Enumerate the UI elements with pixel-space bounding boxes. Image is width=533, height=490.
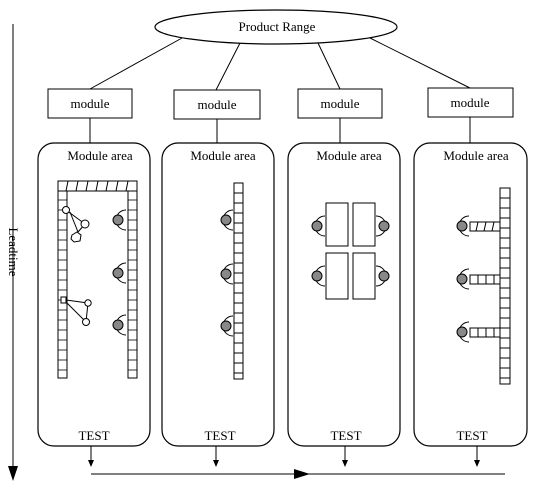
operator-icon bbox=[112, 314, 127, 336]
product-range-label: Product Range bbox=[239, 19, 316, 34]
drop-arrow-2 bbox=[213, 460, 219, 467]
u-conveyor-rungs bbox=[58, 199, 137, 371]
operator-icon bbox=[220, 315, 234, 337]
module-label-2: module bbox=[198, 97, 237, 112]
module-box-2 bbox=[173, 89, 261, 120]
feeder-conveyor bbox=[469, 221, 501, 232]
u-conveyor bbox=[57, 180, 138, 379]
module-column-4: module Module area TEST bbox=[413, 87, 528, 467]
module-test-3: TEST bbox=[330, 428, 361, 443]
product-range-node bbox=[154, 9, 398, 45]
feeder-conveyor bbox=[469, 274, 501, 285]
module-column-3: module Module area TEST bbox=[287, 88, 401, 467]
operator-icon bbox=[220, 209, 234, 231]
module-test-2: TEST bbox=[204, 428, 235, 443]
operator-icon bbox=[112, 209, 127, 231]
leadtime-arrowhead bbox=[8, 466, 18, 481]
straight-conveyor bbox=[233, 182, 244, 380]
flow-arrowhead bbox=[294, 469, 310, 479]
operator-icon bbox=[456, 321, 470, 343]
module-column-2: module Module area TEST bbox=[161, 89, 275, 467]
module-label-1: module bbox=[71, 96, 110, 111]
module-label-3: module bbox=[321, 96, 360, 111]
operator-icon bbox=[220, 263, 234, 285]
drop-arrow-3 bbox=[342, 460, 348, 467]
module-area-title-3: Module area bbox=[316, 148, 382, 163]
module-area-title-4: Module area bbox=[443, 148, 509, 163]
module-box-3 bbox=[297, 88, 383, 119]
leadtime-axis bbox=[8, 24, 18, 481]
leadtime-label: Leadtime bbox=[6, 227, 21, 276]
module-box-4 bbox=[427, 87, 514, 118]
main-conveyor bbox=[499, 187, 511, 385]
feeder-conveyor bbox=[469, 327, 501, 338]
module-column-1: module Module area TEST bbox=[37, 88, 151, 467]
robot-arm-icon bbox=[60, 296, 92, 326]
operator-icon bbox=[112, 262, 127, 284]
robot-arm-icon bbox=[62, 206, 90, 243]
operator-icon bbox=[375, 265, 390, 287]
operator-icon bbox=[456, 268, 470, 290]
output-flow-arrow bbox=[91, 469, 505, 479]
operator-icon bbox=[456, 215, 470, 237]
module-label-4: module bbox=[451, 95, 490, 110]
module-area-title-2: Module area bbox=[190, 148, 256, 163]
operator-icon bbox=[375, 215, 390, 237]
module-area-4 bbox=[413, 142, 528, 447]
module-area-2 bbox=[161, 142, 275, 447]
module-area-title-1: Module area bbox=[67, 148, 133, 163]
operator-icon bbox=[311, 265, 326, 287]
operator-icon bbox=[311, 215, 326, 237]
drop-arrow-4 bbox=[474, 460, 480, 467]
drop-arrow-1 bbox=[88, 460, 94, 467]
workbench-cluster bbox=[325, 202, 376, 300]
module-box-1 bbox=[47, 88, 133, 119]
connector-lines bbox=[89, 37, 471, 91]
module-test-1: TEST bbox=[78, 428, 109, 443]
module-test-4: TEST bbox=[456, 428, 487, 443]
